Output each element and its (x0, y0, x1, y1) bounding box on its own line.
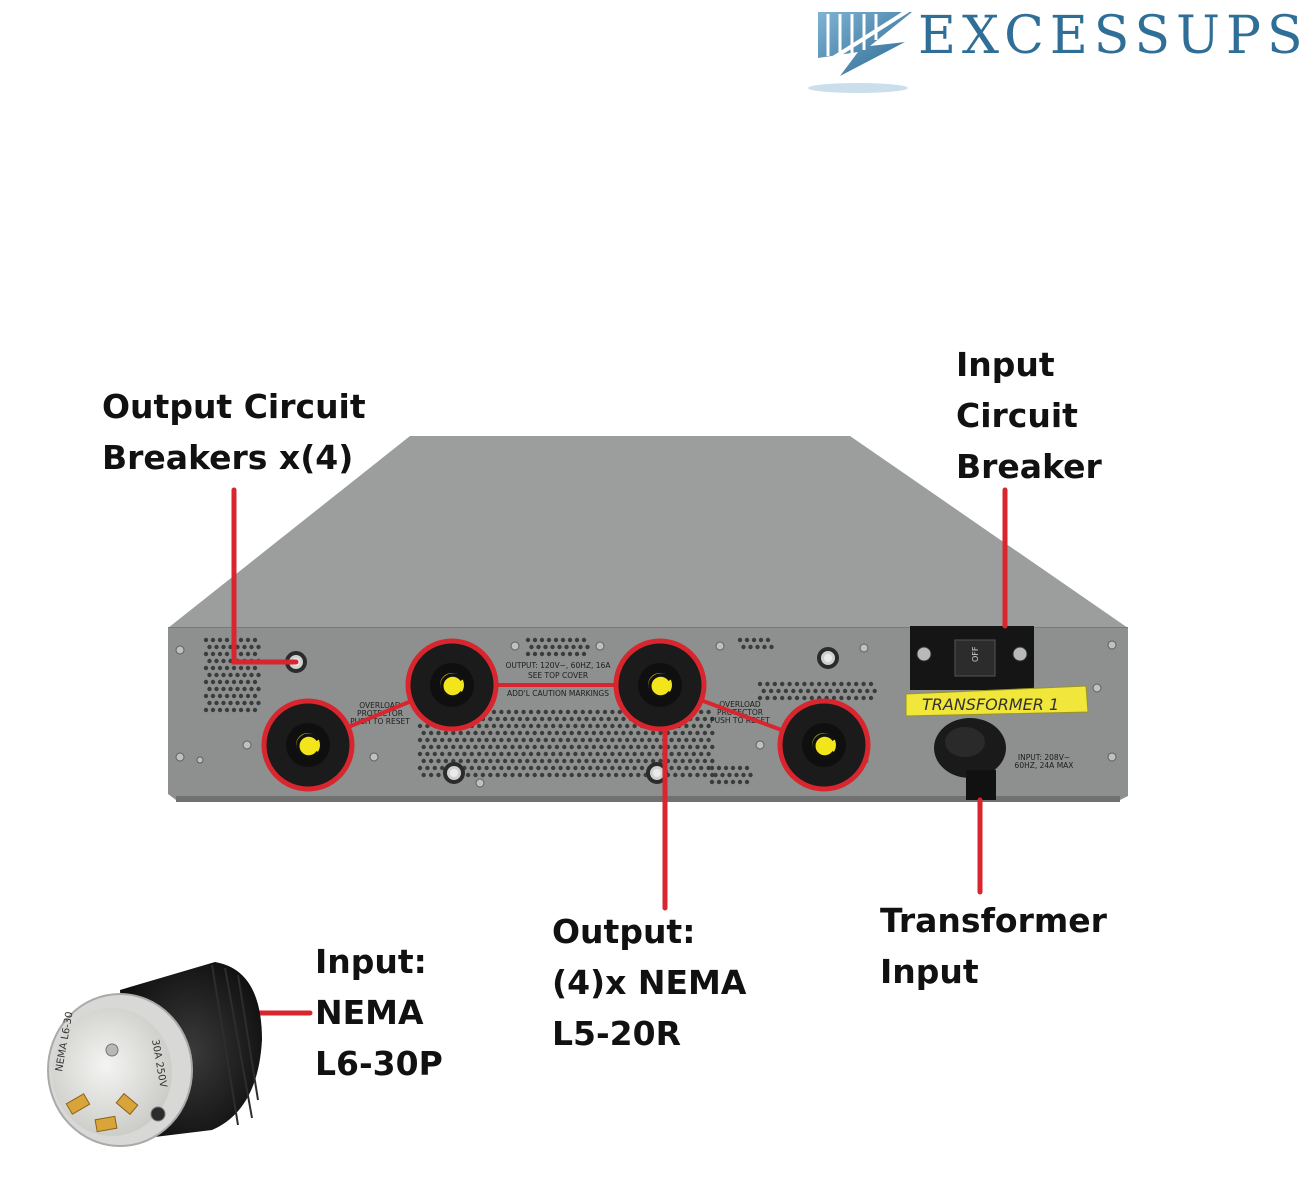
output-marking-line: OUTPUT: 120V~, 60HZ, 16A (506, 661, 612, 670)
callout-line-text: Output: (552, 912, 696, 951)
vent-small-right (709, 765, 753, 785)
callout-transformer: Transformer Input (880, 895, 1107, 997)
callout-line-text: Input (880, 952, 979, 991)
output-marking-line: SEE TOP COVER (528, 671, 588, 680)
plug-screw-icon (105, 1043, 119, 1057)
callout-output-breakers: Output Circuit Breakers x(4) (102, 381, 366, 483)
logo-reflection (808, 83, 908, 93)
output-marking-line: ADD'L CAUTION MARKINGS (507, 689, 609, 698)
callout-line-text: Input (956, 345, 1055, 384)
breaker-button (817, 647, 839, 669)
input-marking-line: 60HZ, 24A MAX (1015, 761, 1074, 770)
callout-line-text: Breakers x(4) (102, 438, 354, 477)
callout-line-text: Circuit (956, 396, 1078, 435)
callout-input: Input: NEMA L6-30P (315, 936, 443, 1089)
overload-marking-line: PUSH TO RESET (350, 717, 410, 726)
nema-l5-20r-receptacle (777, 698, 871, 792)
logo-bolt (806, 6, 914, 76)
callout-line-output-breakers (231, 487, 299, 665)
callout-line-text: Input: (315, 942, 427, 981)
transformer-input-cord (934, 718, 1006, 800)
breaker-button (646, 762, 668, 784)
vent-right (757, 681, 877, 701)
excessups-logo (806, 6, 914, 93)
receptacle-link-line (303, 683, 824, 747)
callout-line-text: Output Circuit (102, 387, 366, 426)
plug-screw-icon (150, 1106, 166, 1122)
chassis-top (168, 436, 1128, 628)
callout-line-text: L6-30P (315, 1044, 443, 1083)
output-receptacles (261, 638, 871, 792)
transformer-label-text: TRANSFORMER 1 (922, 695, 1059, 714)
plug-grip-ribs (211, 964, 259, 1126)
vent-small-top (737, 637, 774, 650)
nema-l5-20r-receptacle (613, 638, 707, 732)
callout-line-text: Breaker (956, 447, 1102, 486)
logo-brand-text: EXCESSUPS (918, 6, 1300, 66)
nema-l6-30p-plug: NEMA L6-30 30A 250V (47, 962, 262, 1147)
callout-line-text: L5-20R (552, 1014, 682, 1053)
vent-left (203, 637, 261, 713)
nema-l5-20r-receptacle (405, 638, 499, 732)
input-marking-line: INPUT: 208V~ (1018, 753, 1070, 762)
nema-l5-20r-receptacle (261, 698, 355, 792)
breaker-off-marking: OFF (971, 646, 980, 662)
breaker-button (443, 762, 465, 784)
callout-line-text: (4)x NEMA (552, 963, 747, 1002)
input-circuit-breaker: OFF (910, 626, 1034, 690)
plug-prongs (65, 1092, 139, 1133)
transformer-label: TRANSFORMER 1 (905, 685, 1089, 717)
overload-marking-line: OVERLOAD (359, 701, 401, 710)
callout-line-text: NEMA (315, 993, 424, 1032)
callout-input-breaker: Input Circuit Breaker (956, 339, 1102, 492)
callout-line-text: Transformer (880, 901, 1107, 940)
overload-marking-line: OVERLOAD (719, 700, 761, 709)
callout-output: Output: (4)x NEMA L5-20R (552, 906, 746, 1059)
vent-center-top (525, 637, 590, 657)
overload-marking-line: PUSH TO RESET (710, 716, 770, 725)
